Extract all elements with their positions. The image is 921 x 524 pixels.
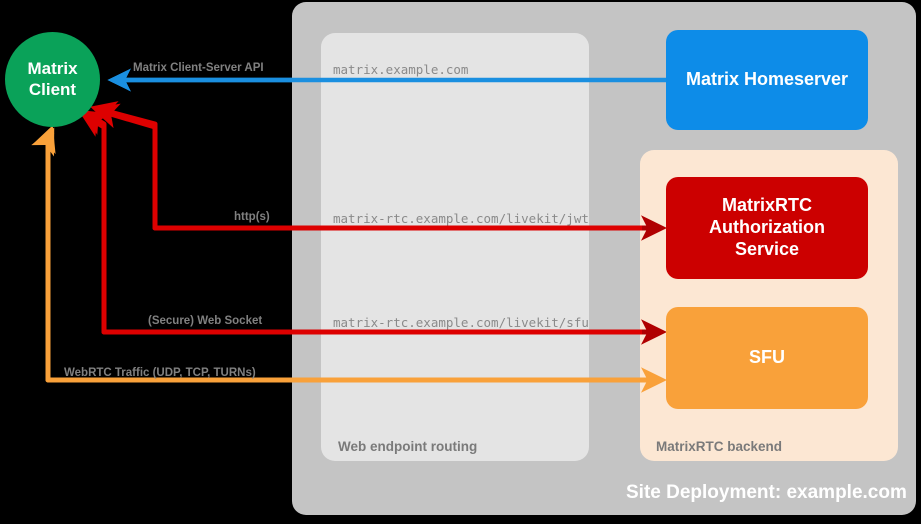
matrix-homeserver-label: Matrix Homeserver xyxy=(685,69,849,90)
caption-web-endpoint-routing: Web endpoint routing xyxy=(338,439,478,454)
node-matrixrtc-authorization-service[interactable]: MatrixRTC Authorization Service xyxy=(666,177,868,279)
endpoint-livekit-jwt: matrix-rtc.example.com/livekit/jwt xyxy=(333,211,589,226)
label-webrtc-traffic: WebRTC Traffic (UDP, TCP, TURNs) xyxy=(64,367,256,379)
node-sfu[interactable]: SFU xyxy=(666,307,868,409)
node-matrix-homeserver[interactable]: Matrix Homeserver xyxy=(666,30,868,130)
auth-service-label-line2: Authorization xyxy=(709,217,825,238)
label-http-jwt: http(s) xyxy=(234,211,270,223)
caption-site-deployment: Site Deployment: example.com xyxy=(626,482,907,503)
matrix-client-label-line2: Client xyxy=(28,79,77,99)
label-secure-web-socket: (Secure) Web Socket xyxy=(148,315,263,327)
endpoint-livekit-sfu: matrix-rtc.example.com/livekit/sfu xyxy=(333,315,589,330)
sfu-label: SFU xyxy=(749,347,785,368)
caption-matrixrtc-backend: MatrixRTC backend xyxy=(656,439,783,454)
matrix-client-label-line1: Matrix xyxy=(27,59,78,79)
endpoint-matrix-example-com: matrix.example.com xyxy=(333,62,469,77)
label-matrix-client-server-api: Matrix Client-Server API xyxy=(133,62,264,74)
auth-service-label-line1: MatrixRTC xyxy=(721,195,812,216)
auth-service-label-line3: Service xyxy=(734,238,800,259)
panel-web-endpoint-routing xyxy=(321,33,589,461)
node-matrix-client[interactable]: Matrix Client xyxy=(5,32,100,127)
